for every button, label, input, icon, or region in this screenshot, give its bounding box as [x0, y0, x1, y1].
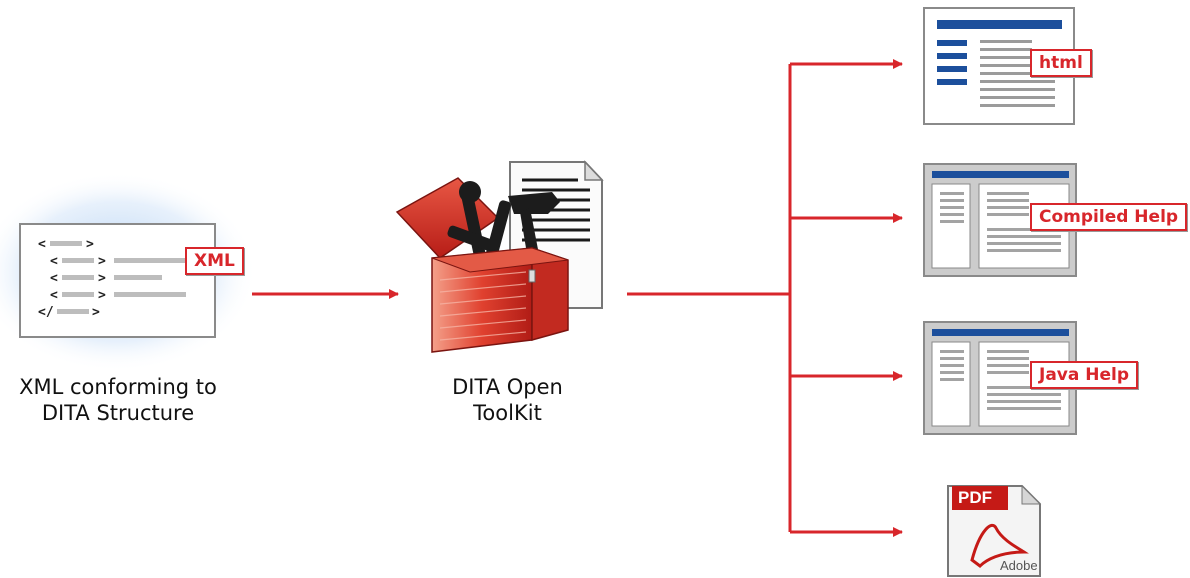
- toolkit-caption-line1: DITA Open: [452, 375, 563, 399]
- toolkit-caption-line2: ToolKit: [473, 401, 542, 425]
- xml-source-document: < > < > < > < > </ >: [0, 172, 257, 372]
- xml-code-lines: < > < > < > < > </ >: [38, 237, 186, 320]
- svg-text:<: <: [38, 237, 46, 252]
- pdf-label: PDF: [958, 488, 992, 507]
- svg-text:>: >: [98, 271, 106, 286]
- toolkit-caption: DITA Open ToolKit: [420, 374, 595, 426]
- svg-text:>: >: [92, 305, 100, 320]
- xml-badge: XML: [185, 247, 244, 275]
- source-caption: XML conforming to DITA Structure: [0, 374, 236, 426]
- compiled-help-output-label: Compiled Help: [1030, 203, 1188, 231]
- svg-text:<: <: [50, 288, 58, 303]
- source-caption-line1: XML conforming to: [19, 375, 217, 399]
- svg-text:>: >: [86, 237, 94, 252]
- adobe-label: Adobe: [1000, 558, 1038, 573]
- html-output-label: html: [1030, 49, 1092, 77]
- pdf-output-icon: [947, 484, 1042, 577]
- svg-text:<: <: [50, 271, 58, 286]
- toolbox-icon: [395, 160, 604, 353]
- svg-text:</: </: [38, 305, 54, 320]
- java-help-output-label: Java Help: [1030, 361, 1139, 389]
- svg-text:>: >: [98, 288, 106, 303]
- svg-text:>: >: [98, 254, 106, 269]
- source-caption-line2: DITA Structure: [41, 401, 195, 425]
- svg-text:<: <: [50, 254, 58, 269]
- output-connector: [627, 64, 792, 532]
